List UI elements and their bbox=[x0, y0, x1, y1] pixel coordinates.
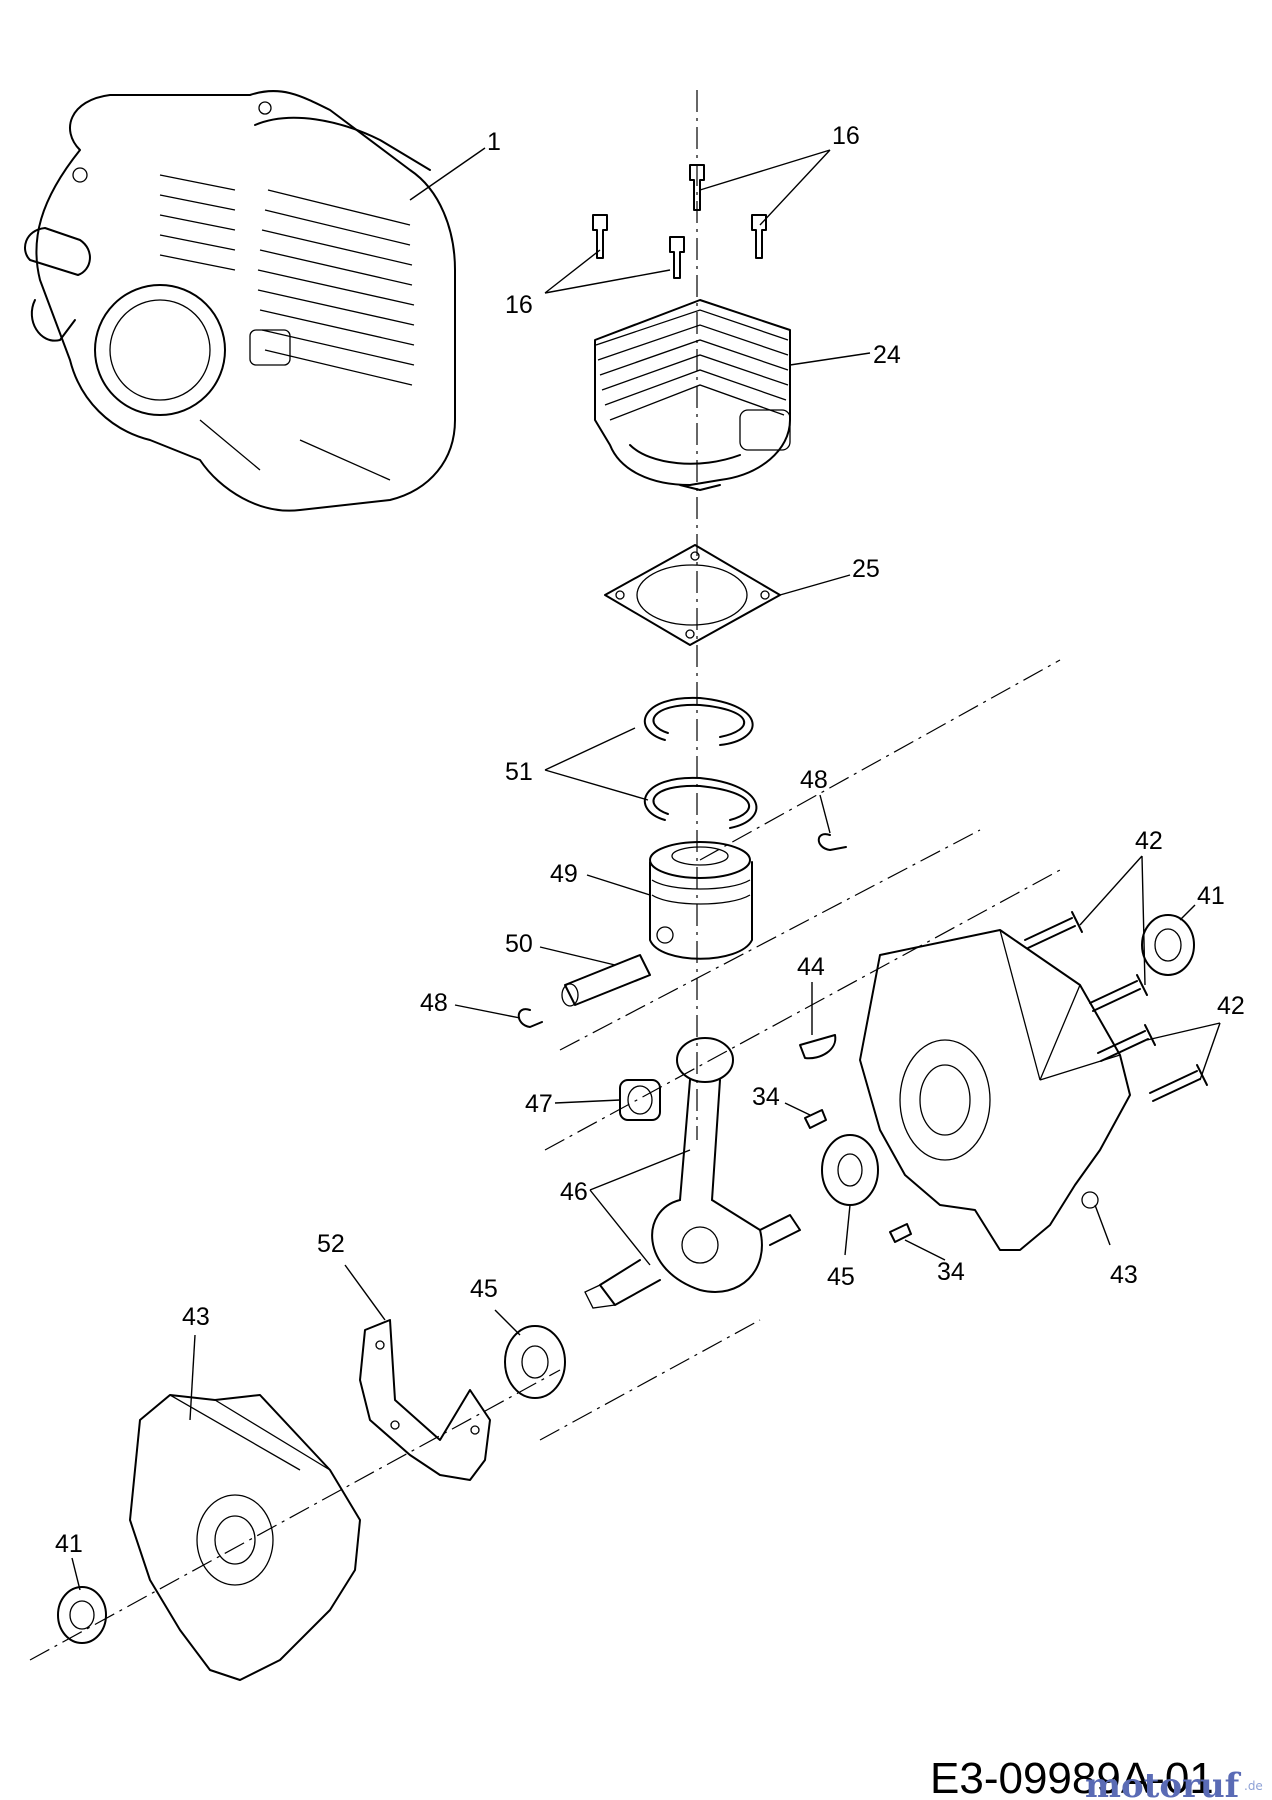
callout-50: 50 bbox=[505, 930, 533, 958]
callout-34-upper: 34 bbox=[752, 1083, 780, 1111]
callout-45-left: 45 bbox=[470, 1275, 498, 1303]
callout-43-right: 43 bbox=[1110, 1261, 1138, 1289]
callout-16-lower: 16 bbox=[505, 291, 533, 319]
callout-48-upper: 48 bbox=[800, 766, 828, 794]
callout-25: 25 bbox=[852, 555, 880, 583]
crankcase-half-right bbox=[859, 929, 1131, 1251]
crankcase-half-left bbox=[129, 1394, 361, 1681]
watermark-logo: motoruf bbox=[1085, 1766, 1242, 1800]
needle-bearing bbox=[619, 1079, 661, 1121]
callout-47: 47 bbox=[525, 1090, 553, 1118]
callout-51: 51 bbox=[505, 758, 533, 786]
piston bbox=[649, 841, 753, 960]
drawing-code: E3-09989A-01 bbox=[930, 1754, 1214, 1800]
cylinder-screws bbox=[592, 164, 767, 279]
callout-45-right: 45 bbox=[827, 1263, 855, 1291]
callout-34-lower: 34 bbox=[937, 1258, 965, 1286]
cylinder-gasket bbox=[604, 544, 781, 646]
leader-lines bbox=[71, 147, 1221, 1591]
dowel-pin-lower bbox=[889, 1223, 912, 1243]
cylinder bbox=[594, 299, 791, 491]
circlip-upper bbox=[817, 833, 847, 851]
assembly-axis-lines bbox=[29, 90, 1061, 1661]
callout-24: 24 bbox=[873, 341, 901, 369]
callout-42-upper: 42 bbox=[1135, 827, 1163, 855]
piston-rings bbox=[644, 696, 758, 829]
callout-48-lower: 48 bbox=[420, 989, 448, 1017]
callout-44: 44 bbox=[797, 953, 825, 981]
callout-49: 49 bbox=[550, 860, 578, 888]
watermark-suffix: .de bbox=[1244, 1779, 1263, 1793]
callout-43-left: 43 bbox=[182, 1303, 210, 1331]
oil-seal-right bbox=[1141, 914, 1195, 976]
callout-41-right: 41 bbox=[1197, 882, 1225, 910]
woodruff-key bbox=[799, 1034, 837, 1060]
crankshaft-connecting-rod bbox=[584, 1037, 801, 1309]
callout-1: 1 bbox=[487, 128, 501, 156]
callout-52: 52 bbox=[317, 1230, 345, 1258]
circlip-lower bbox=[517, 1008, 543, 1028]
callout-46: 46 bbox=[560, 1178, 588, 1206]
callout-42-lower: 42 bbox=[1217, 992, 1245, 1020]
ball-bearing-right bbox=[821, 1134, 879, 1206]
callout-labels: 1 16 16 24 25 51 48 49 50 48 44 42 41 42… bbox=[55, 122, 1245, 1558]
callout-41-left: 41 bbox=[55, 1530, 83, 1558]
engine-assembly bbox=[24, 89, 456, 512]
crankcase-gasket bbox=[359, 1319, 491, 1481]
oil-seal-left bbox=[57, 1586, 107, 1644]
callout-16-upper: 16 bbox=[832, 122, 860, 150]
dowel-pin-upper bbox=[804, 1109, 827, 1129]
ball-bearing-left bbox=[504, 1325, 566, 1399]
crankcase-screws bbox=[1024, 911, 1208, 1102]
